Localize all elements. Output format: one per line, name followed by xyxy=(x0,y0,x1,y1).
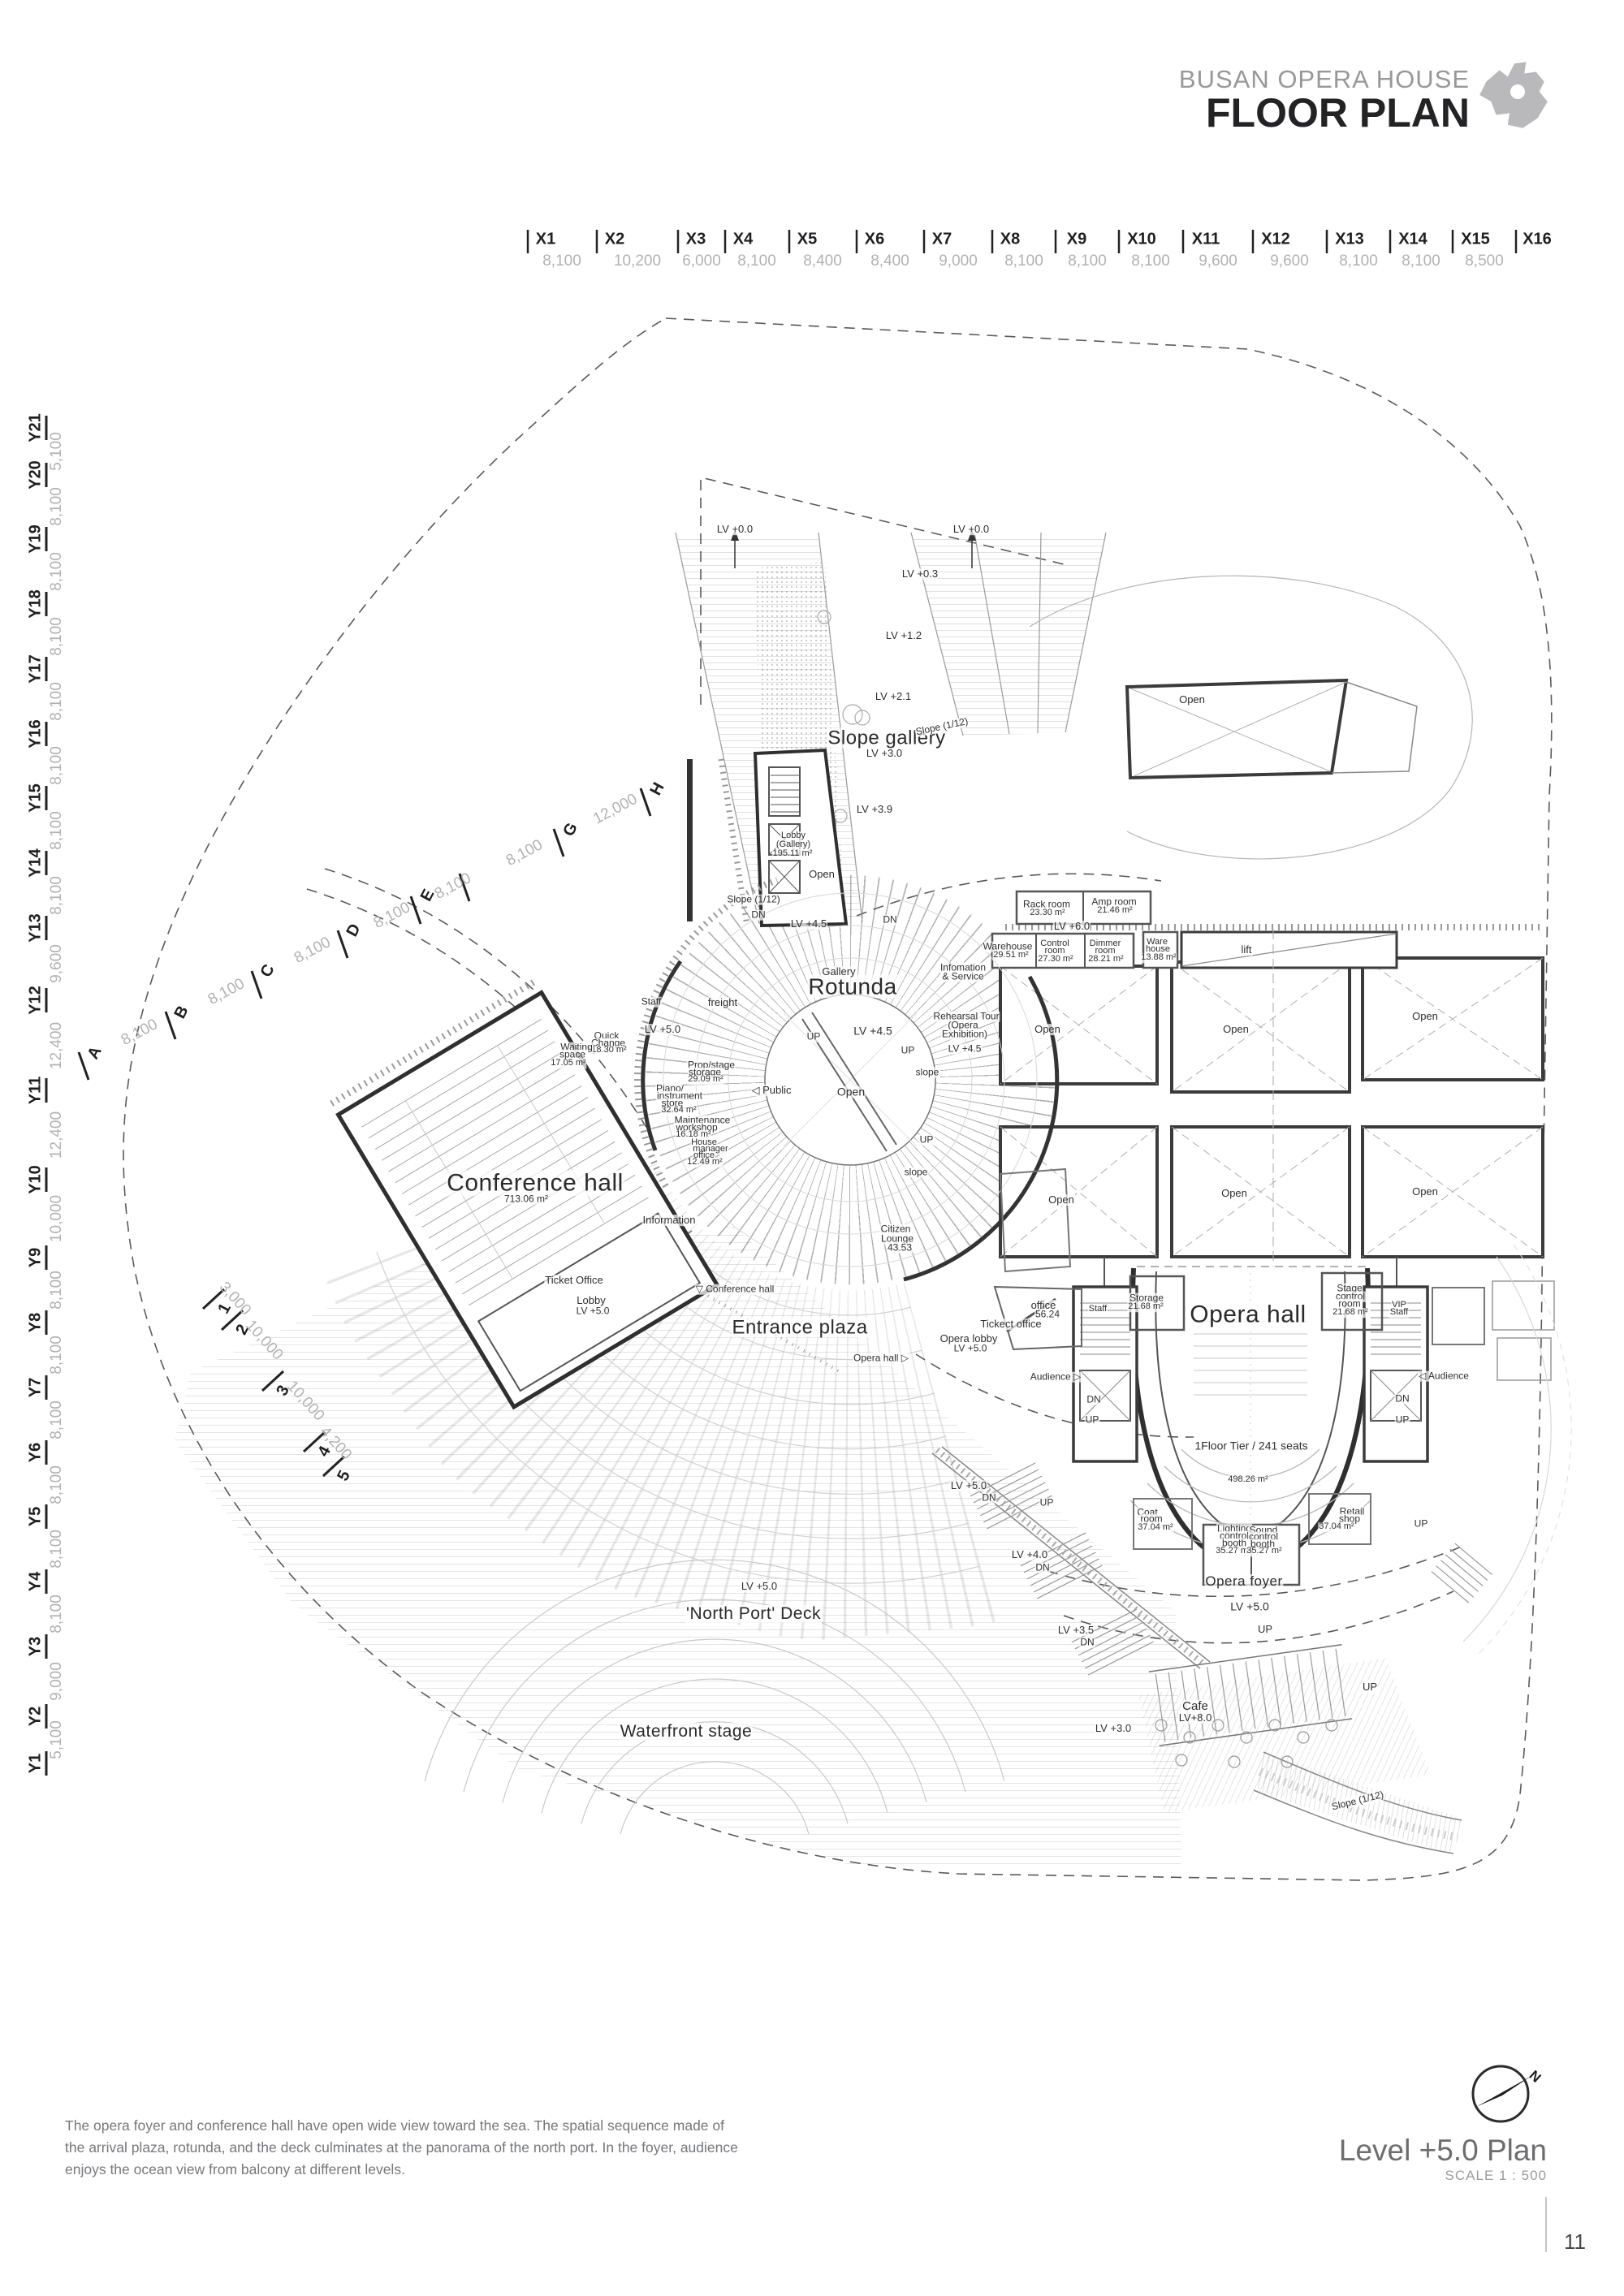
description-line-1: The opera foyer and conference hall have… xyxy=(65,2117,724,2134)
waterfront-stage-arcs xyxy=(424,1559,1005,1835)
header-logo xyxy=(1479,62,1548,128)
cafe-tables xyxy=(1155,1719,1338,1768)
gallery-strip xyxy=(687,748,849,928)
page-number-rule xyxy=(1545,2197,1547,2252)
backstage-rooms xyxy=(991,890,1544,1287)
plan-scale: SCALE 1 : 500 xyxy=(1445,2168,1547,2183)
page-number: 11 xyxy=(1564,2229,1586,2254)
description-line-2: the arrival plaza, rotunda, and the deck… xyxy=(65,2139,738,2156)
conference-hall xyxy=(330,977,720,1410)
brand-title: BUSAN OPERA HOUSE xyxy=(1178,65,1470,93)
opera-hall xyxy=(1072,1266,1555,1590)
plan-name: Level +5.0 Plan xyxy=(1338,2134,1547,2167)
description-line-3: enjoys the ocean view from balcony at di… xyxy=(65,2161,405,2177)
northeast-open-building xyxy=(1029,575,1473,860)
top-ramps xyxy=(675,529,1107,925)
page-title: FLOOR PLAN xyxy=(1206,90,1470,136)
north-arrow-icon xyxy=(1471,2065,1531,2123)
grid-ticks xyxy=(45,230,1518,1776)
